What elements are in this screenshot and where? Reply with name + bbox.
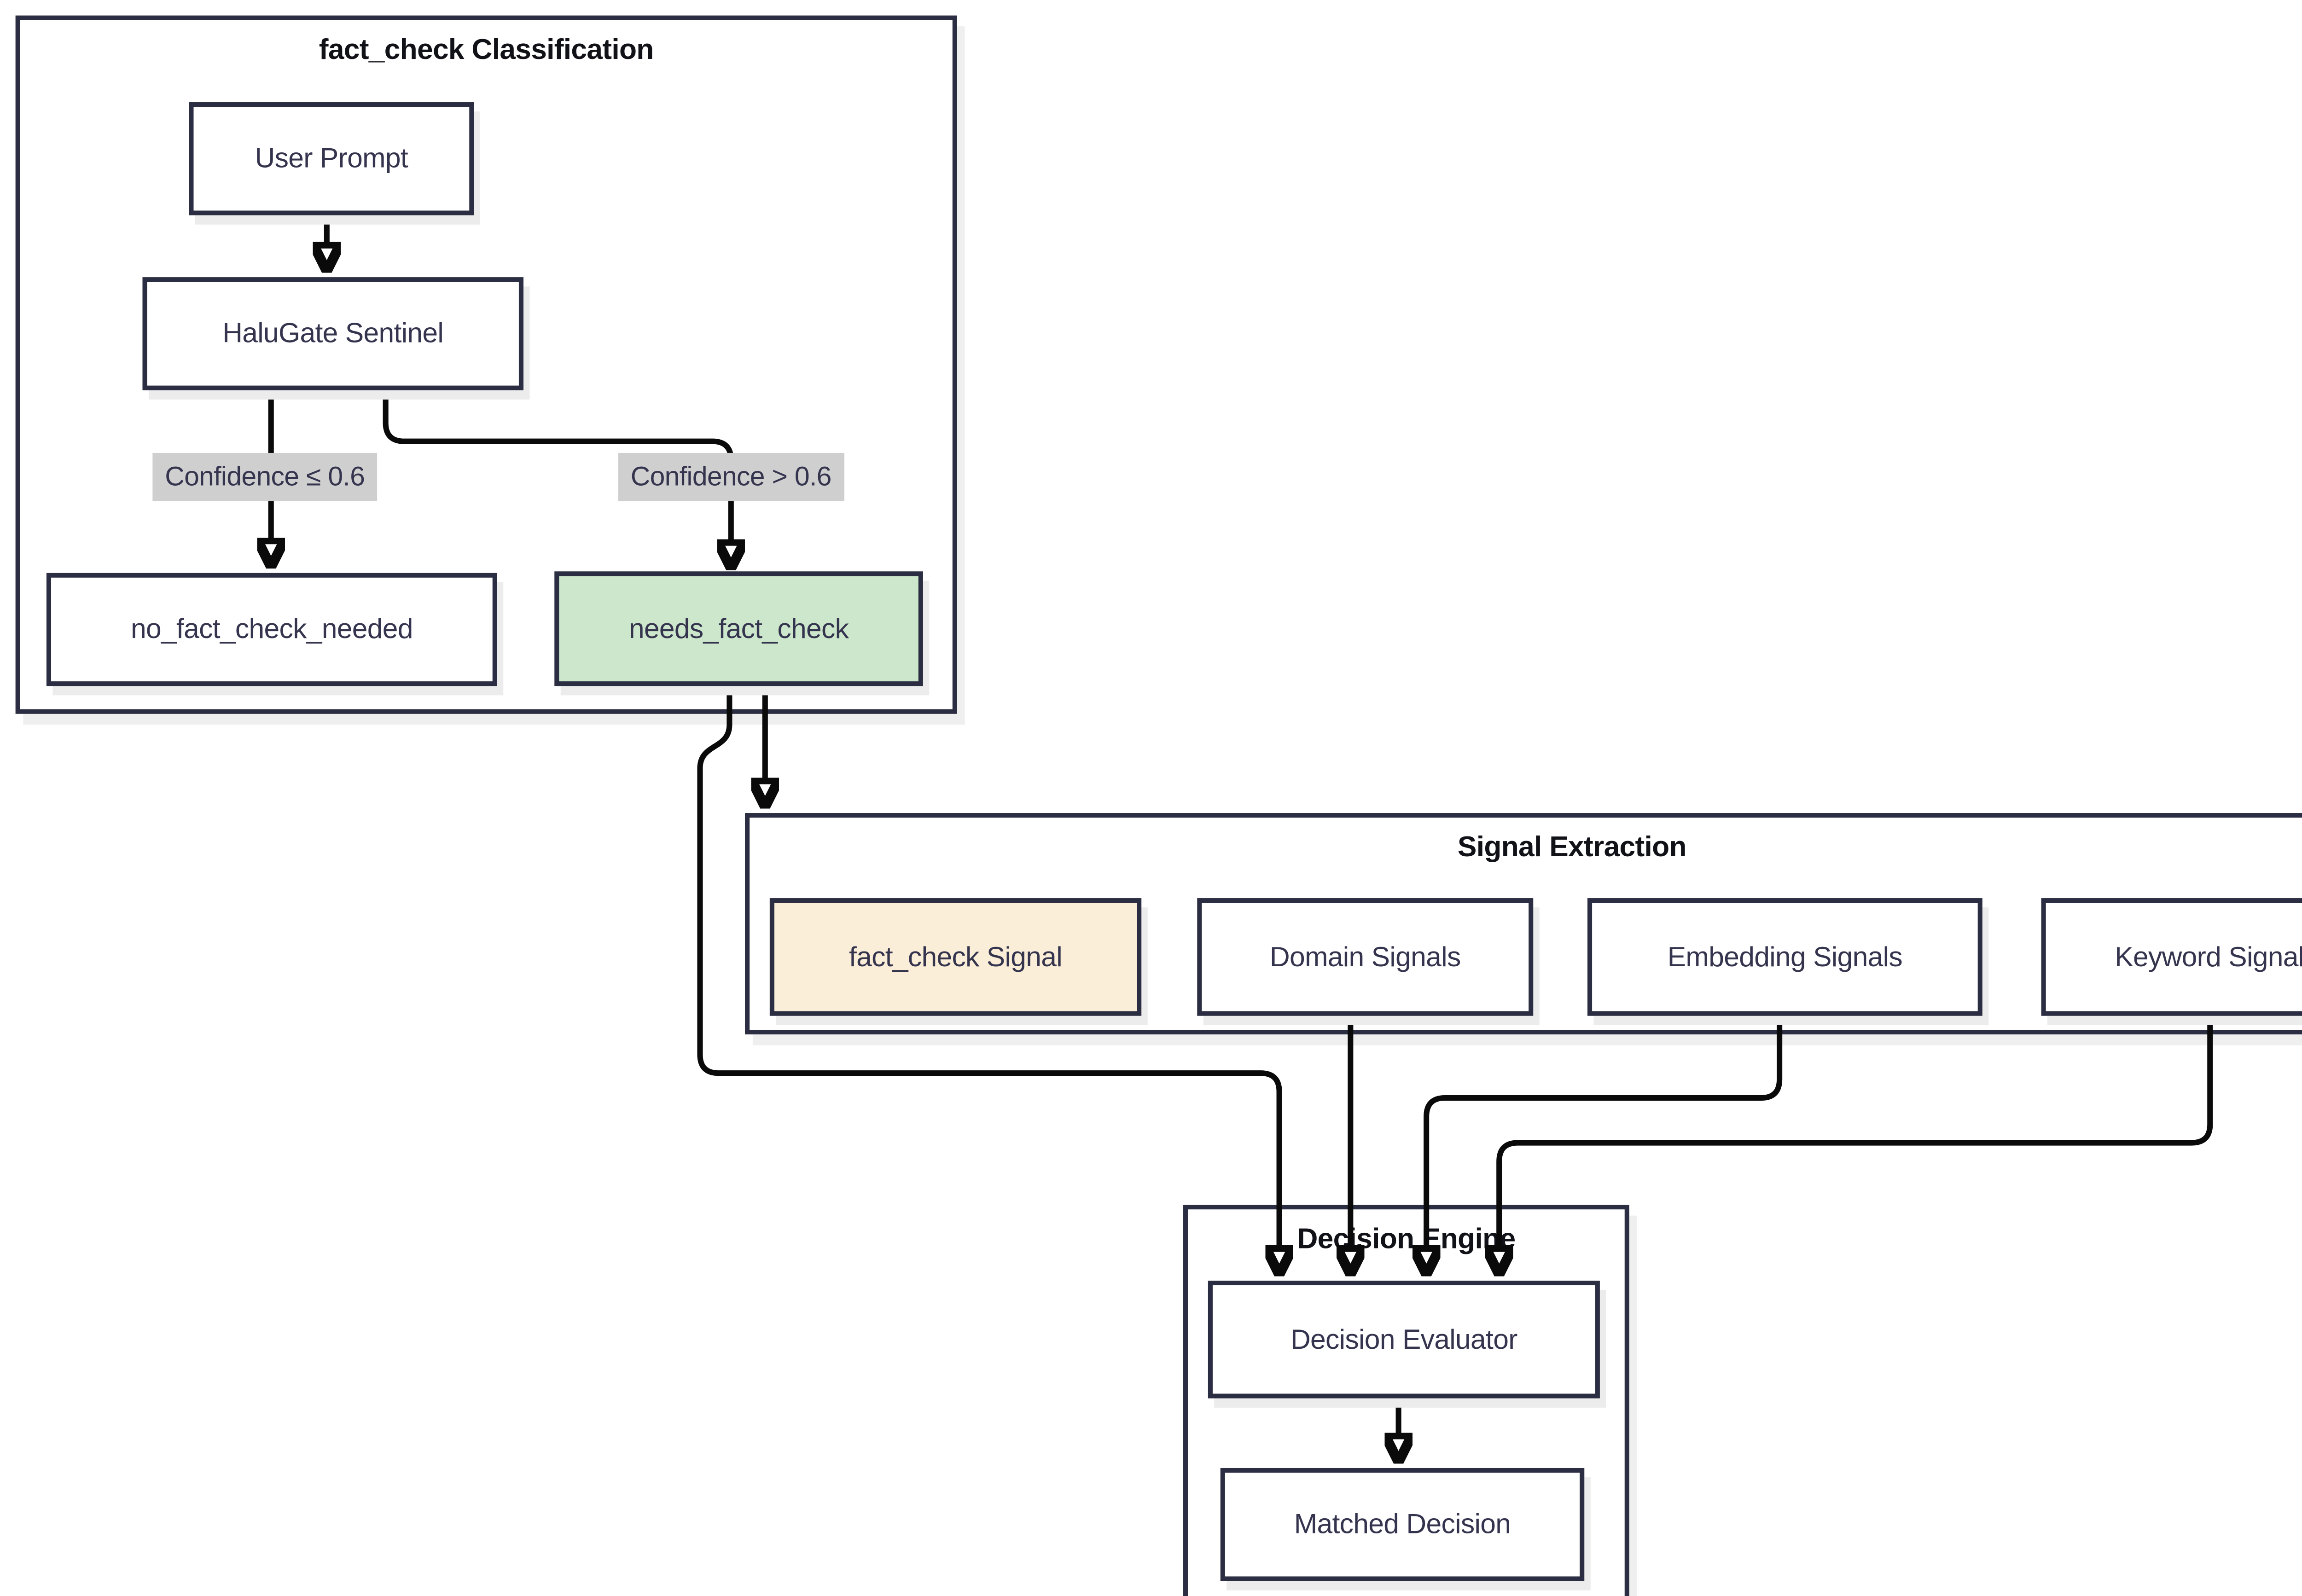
cluster-title-fact-check-classification: fact_check Classification — [319, 32, 654, 65]
node-user-prompt: User Prompt — [189, 102, 474, 215]
node-needs-fact-check: needs_fact_check — [554, 571, 923, 686]
node-embedding-signals: Embedding Signals — [1587, 898, 1982, 1016]
cluster-title-signal-extraction: Signal Extraction — [1457, 830, 1687, 863]
node-domain-signals: Domain Signals — [1197, 898, 1534, 1016]
node-halugate-sentinel: HaluGate Sentinel — [142, 277, 523, 390]
cluster-title-decision-engine: Decision Engine — [1297, 1222, 1516, 1254]
node-keyword-signals: Keyword Signals — [2041, 898, 2302, 1016]
node-matched-decision: Matched Decision — [1220, 1468, 1585, 1581]
edge-label-confidence-low: Confidence ≤ 0.6 — [152, 453, 378, 501]
node-decision-evaluator: Decision Evaluator — [1208, 1280, 1600, 1399]
edge-label-confidence-high: Confidence > 0.6 — [618, 453, 844, 501]
node-fact-check-signal: fact_check Signal — [769, 898, 1142, 1016]
node-no-fact-check-needed: no_fact_check_needed — [46, 573, 497, 686]
